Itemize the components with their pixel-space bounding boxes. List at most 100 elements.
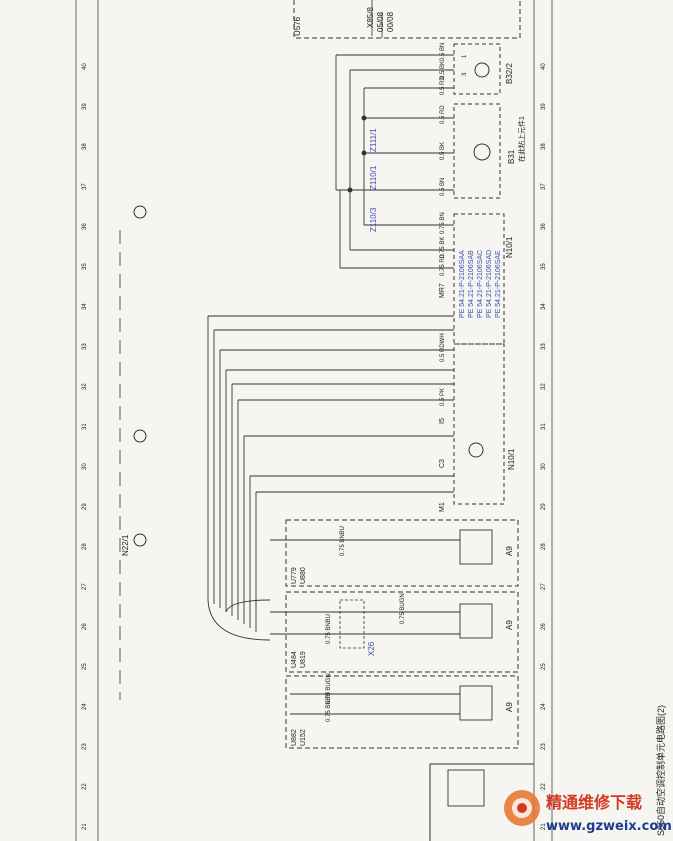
component-a9-section-3: A9 U882 U152 0.75 BUGN 0.75 BNBU — [285, 673, 519, 749]
grid-number: 23 — [82, 743, 88, 750]
b31-wire-bk: 0.5 BK — [440, 142, 446, 160]
grid-number: 34 — [541, 303, 547, 310]
a9-3-label: A9 — [505, 702, 514, 712]
a9-1-wire: 0.75 BNBU — [340, 526, 346, 556]
grid-number: 39 — [541, 103, 547, 110]
b32-wire-rd: 0.5 RD — [440, 76, 446, 95]
a9-1-label: A9 — [505, 546, 514, 556]
x85-label: X85/8 — [366, 7, 375, 28]
grid-number: 37 — [541, 183, 547, 190]
grid-number: 24 — [541, 703, 547, 710]
u779-label: U779 — [291, 567, 298, 584]
grid-number: 26 — [82, 623, 88, 630]
b32-pin-3: 3 — [462, 72, 468, 76]
m1-label: M1 — [439, 502, 446, 512]
grid-number: 30 — [82, 463, 88, 470]
watermark-title: 精通维修下载 — [546, 793, 642, 812]
n10-upper-label: N10/1 — [505, 236, 514, 258]
watermark: 精通维修下载 www.gzweix.com — [504, 790, 672, 834]
grid-number: 36 — [82, 223, 88, 230]
x26-label: X26 — [367, 641, 376, 656]
part-ref-1: PE 54.21-P-2106SAA — [459, 250, 466, 318]
a9-2-wire-bugn: 0.75 BUGN — [400, 593, 406, 624]
grid-number: 25 — [82, 663, 88, 670]
u484-label: U484 — [291, 651, 298, 668]
grid-number: 21 — [541, 823, 547, 830]
component-b32-2: B32/2 1 3 0.5 BN 0.5 BK 0.5 RD — [336, 43, 514, 95]
component-n10-1-upper: N10/1 MR7 0.75 BN 0.75 BK 0.75 RD PE 54.… — [339, 190, 514, 345]
grid-number: 21 — [82, 823, 88, 830]
n10-wire-rd: 0.75 RD — [440, 253, 446, 276]
grid-number: 37 — [82, 183, 88, 190]
grid-number: 27 — [541, 583, 547, 590]
n10-lower-label: N10/1 — [507, 448, 516, 470]
u880-label: U880 — [300, 567, 307, 584]
wire-rdwh: 0.5 RDWH — [440, 333, 446, 362]
x85-line3: 00/08 — [386, 11, 395, 32]
splice-z110-1: Z110/1 — [369, 165, 378, 190]
watermark-url: www.gzweix.com — [546, 819, 672, 834]
grid-number: 40 — [82, 63, 88, 70]
grid-number: 39 — [82, 103, 88, 110]
n10-wire-bk: 0.75 BK — [440, 237, 446, 258]
b32-2-label: B32/2 — [505, 63, 514, 84]
grid-number: 22 — [541, 783, 547, 790]
mr7-label: MR7 — [439, 283, 446, 298]
component-b31: B31 在此粘上元件1 0.5 RD 0.5 BK 0.5 BN — [336, 88, 526, 199]
component-bottom-partial — [429, 763, 534, 841]
grid-frame — [75, 0, 553, 841]
part-ref-5: PE 54.21-P-2106SAE — [495, 250, 502, 318]
grid-number: 28 — [541, 543, 547, 550]
u576-label: U576 — [293, 16, 302, 36]
component-a9-section-1: A9 U779 U880 0.75 BNBU — [270, 519, 519, 587]
part-ref-3: PE 54.21-P-2106SAC — [477, 250, 484, 318]
c3-label: C3 — [439, 459, 446, 468]
b31-note: 在此粘上元件1 — [517, 116, 526, 162]
grid-number: 24 — [82, 703, 88, 710]
n10-wire-bn: 0.75 BN — [440, 212, 446, 234]
grid-number: 28 — [82, 543, 88, 550]
i5-label: I5 — [439, 418, 446, 424]
grid-number: 35 — [82, 263, 88, 270]
splice-points: Z111/1 Z110/1 Z110/3 — [335, 55, 378, 250]
wire-pk: 0.5 PK — [440, 388, 446, 406]
grid-number: 38 — [541, 143, 547, 150]
grid-number: 36 — [541, 223, 547, 230]
n22-1-label: N22/1 — [121, 534, 130, 556]
u819-label: U819 — [300, 651, 307, 668]
grid-number: 29 — [541, 503, 547, 510]
grid-number: 32 — [541, 383, 547, 390]
u882-label: U882 — [291, 729, 298, 746]
splice-z110-3: Z110/3 — [369, 207, 378, 232]
grid-number: 22 — [82, 783, 88, 790]
b32-wire-bn: 0.5 BN — [440, 43, 446, 61]
u152-label: U152 — [300, 729, 307, 746]
grid-number: 31 — [541, 423, 547, 430]
bus-wires — [207, 316, 271, 641]
component-n10-1-lower: N10/1 C3 M1 I5 0.5 RDWH 0.5 PK — [208, 315, 516, 512]
grid-number: 26 — [541, 623, 547, 630]
part-ref-4: PE 54.21-P-2106SAD — [486, 250, 493, 318]
component-a9-section-2: A9 X26 U484 U819 0.75 BUGN 0.75 BNBU — [270, 591, 519, 673]
b31-label: B31 — [507, 149, 516, 164]
grid-number: 33 — [541, 343, 547, 350]
grid-number: 40 — [541, 63, 547, 70]
splice-z111-1: Z111/1 — [369, 128, 378, 152]
grid-number: 27 — [82, 583, 88, 590]
grid-number: 25 — [541, 663, 547, 670]
page-caption: S350自动空调控制单元电路图(2) — [655, 705, 666, 836]
b31-wire-rd: 0.5 RD — [440, 105, 446, 124]
b31-wire-bn: 0.5 BN — [440, 178, 446, 196]
grid-number: 34 — [82, 303, 88, 310]
grid-number: 29 — [82, 503, 88, 510]
grid-number: 23 — [541, 743, 547, 750]
b32-wire-bk: 0.5 BK — [440, 61, 446, 79]
grid-number: 31 — [82, 423, 88, 430]
grid-number: 30 — [541, 463, 547, 470]
grid-number: 38 — [82, 143, 88, 150]
grid-number: 32 — [82, 383, 88, 390]
a9-2-wire-bnbu: 0.75 BNBU — [326, 614, 332, 644]
